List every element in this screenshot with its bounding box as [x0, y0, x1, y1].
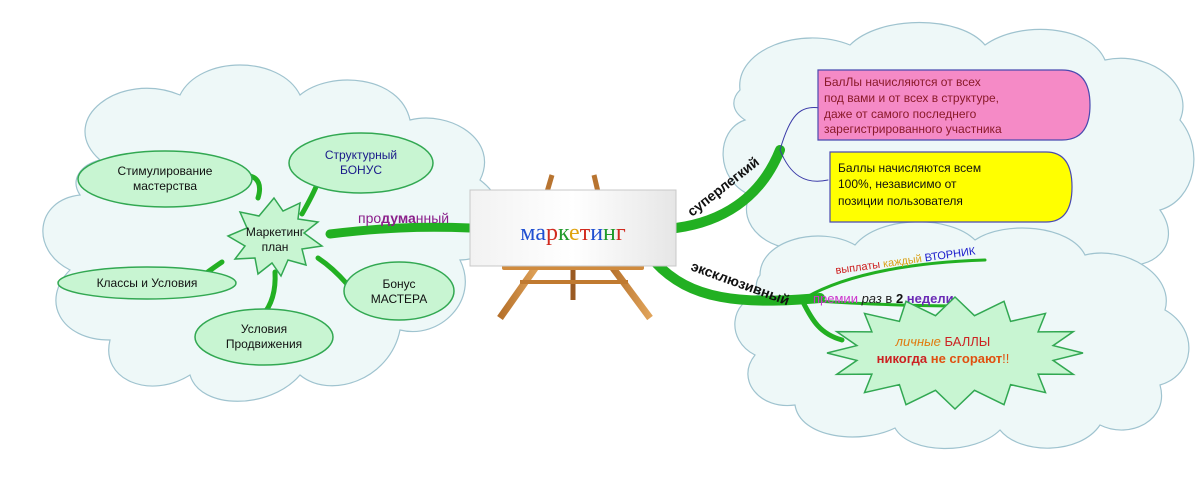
right-branches — [650, 106, 987, 343]
center-title-letter-4: е — [569, 220, 580, 246]
node-master-bonus-line1: Бонус — [382, 277, 415, 291]
node-stimulation-line2: мастерства — [133, 179, 197, 193]
pink-line4: зарегистрированного участника — [824, 122, 1002, 136]
marketing-plan-hub: Маркетинг план — [226, 196, 324, 278]
node-classes[interactable]: Классы и Условия — [57, 266, 237, 300]
yellow-line1: Баллы начисляются всем — [838, 161, 981, 175]
premium-label: премии раз в 2 недели — [813, 291, 954, 306]
star-line1: личные БАЛЛЫ — [895, 334, 991, 349]
node-classes-line1: Классы и Условия — [97, 276, 198, 290]
payout-part-1: каждый — [882, 253, 925, 271]
premium-part-4: недели — [907, 291, 954, 306]
star-line1-part-0: личные — [895, 334, 945, 349]
node-promotion-line2: Продвижения — [226, 337, 302, 351]
left-branch-label-part-0: про — [358, 210, 381, 226]
left-branch-label-part-1: дума — [381, 210, 416, 226]
center-title-letter-2: р — [546, 220, 558, 246]
pink-line1: БалЛы начисляются от всех — [824, 75, 981, 89]
hub-line1: Маркетинг — [246, 225, 305, 239]
node-master-bonus-line2: МАСТЕРА — [371, 292, 428, 306]
node-stimulation[interactable]: Стимулирование мастерства — [77, 150, 253, 208]
star-line2-part-2: !! — [1002, 351, 1009, 366]
left-branch-label: продуманный — [358, 210, 449, 226]
premium-part-1: раз — [861, 291, 886, 306]
star-line1-part-1: БАЛЛЫ — [945, 334, 991, 349]
center-title-letter-6: и — [590, 220, 603, 246]
yellow-info-box: Баллы начисляются всем 100%, независимо … — [829, 151, 1073, 223]
center-title-letter-5: т — [580, 220, 591, 246]
center-title-letter-7: н — [603, 220, 616, 246]
node-master-bonus[interactable]: Бонус МАСТЕРА — [343, 261, 455, 321]
yellow-line3: позиции пользователя — [838, 194, 963, 208]
pink-info-box: БалЛы начисляются от всех под вами и от … — [817, 69, 1091, 141]
center-title-letter-0: м — [520, 220, 535, 246]
node-stimulation-line1: Стимулирование — [118, 164, 213, 178]
pink-line2: под вами и от всех в структуре, — [824, 91, 999, 105]
points-never-expire-star: личные БАЛЛЫ никогда не сгорают!! — [826, 295, 1084, 411]
premium-part-3: 2 — [896, 291, 907, 306]
node-structural-bonus-line1: Структурный — [325, 148, 397, 162]
center-title: маркетинг — [520, 220, 626, 246]
node-structural-bonus[interactable]: Структурный БОНУС — [288, 132, 434, 194]
node-promotion[interactable]: Условия Продвижения — [194, 308, 334, 366]
center-title-letter-8: г — [616, 220, 626, 246]
star-line2-part-0: никогда — [877, 351, 931, 366]
yellow-line2: 100%, независимо от — [838, 177, 957, 191]
premium-part-2: в — [885, 291, 896, 306]
premium-part-0: премии — [813, 291, 862, 306]
node-structural-bonus-line2: БОНУС — [340, 163, 382, 177]
star-line2-part-1: не сгорают — [931, 351, 1002, 366]
hub-line2: план — [262, 240, 289, 254]
center-board: маркетинг — [469, 189, 677, 267]
pink-line3: даже от самого последнего — [824, 107, 977, 121]
star-line2: никогда не сгорают!! — [877, 351, 1010, 366]
center-title-letter-3: к — [558, 220, 570, 246]
left-branch-label-part-2: нный — [416, 210, 449, 226]
node-promotion-line1: Условия — [241, 322, 287, 336]
center-title-letter-1: а — [535, 220, 546, 246]
